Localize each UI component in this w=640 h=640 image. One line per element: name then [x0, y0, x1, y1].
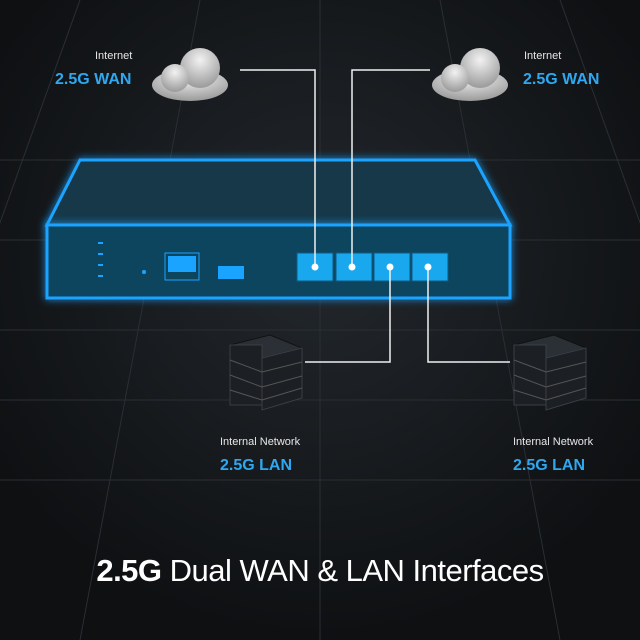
server-stack-icon: [228, 334, 304, 411]
server-stack-icon: [512, 334, 588, 411]
wan-left-caption: Internet: [95, 50, 133, 62]
wan-right-caption: Internet: [524, 50, 562, 62]
cloud-icon: [432, 48, 508, 101]
cloud-icon: [152, 48, 228, 101]
wan-right-label: 2.5G WAN: [523, 71, 600, 88]
lan-left-caption: Internal Network: [220, 436, 301, 448]
title-rest: Dual WAN & LAN Interfaces: [161, 553, 545, 588]
wan-left-label: 2.5G WAN: [55, 71, 132, 88]
title-bold: 2.5G: [96, 553, 162, 588]
lan-left-label: 2.5G LAN: [220, 457, 293, 474]
page-title: 2.5G Dual WAN & LAN Interfaces: [0, 553, 640, 589]
lan-right-label: 2.5G LAN: [513, 457, 586, 474]
lan-right-caption: Internal Network: [513, 436, 594, 448]
router: [44, 158, 513, 300]
connection-lines: [240, 69, 510, 363]
